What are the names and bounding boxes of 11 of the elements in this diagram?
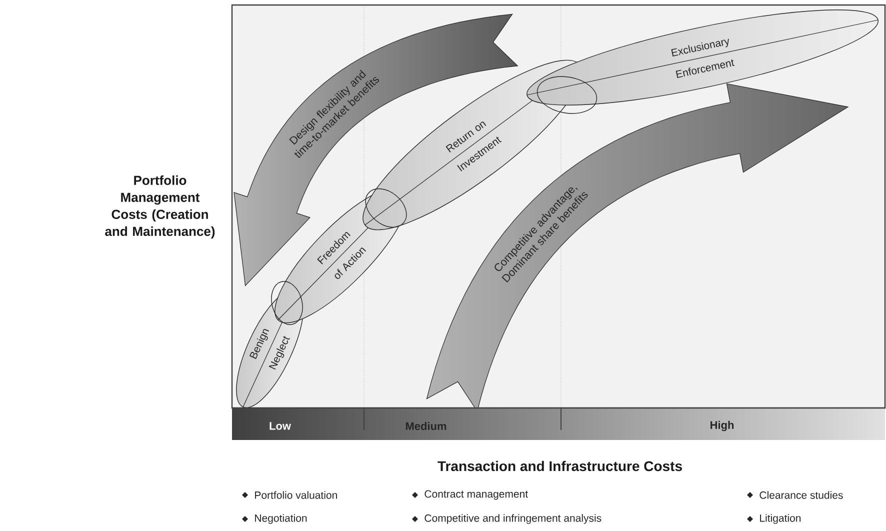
scale-label: Low: [270, 422, 292, 430]
bullet-item: Competitive and infringement analysis: [412, 514, 602, 524]
bullet-item: Clearance studies: [747, 491, 843, 499]
scale-label: High: [710, 420, 734, 432]
bullet-item: Litigation: [747, 514, 801, 524]
bullet-item: Portfolio valuation: [242, 491, 337, 499]
bullet-item: Contract management: [412, 490, 528, 500]
bullet-item: Negotiation: [242, 514, 307, 524]
axis-title: Portfolio Management Costs (Creation and Maintenance): [105, 175, 215, 239]
axis-title: Transaction and Infrastructure Costs: [438, 460, 682, 472]
scale-label: Medium: [406, 422, 446, 430]
